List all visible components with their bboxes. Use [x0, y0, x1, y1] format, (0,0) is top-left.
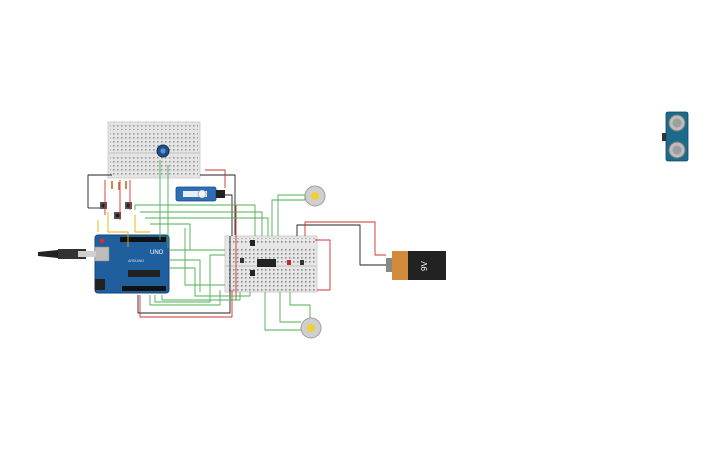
- dc-motor-top[interactable]: [304, 185, 326, 207]
- arduino-uno-board[interactable]: UNO ARDUINO: [94, 234, 170, 294]
- usb-cable: [38, 249, 96, 259]
- arduino-brand-label: ARDUINO: [128, 259, 144, 263]
- resistor-group: [111, 181, 127, 190]
- transistor-group: [240, 240, 304, 276]
- motor-driver-ic[interactable]: [257, 259, 276, 267]
- arduino-uno-label: UNO: [150, 250, 164, 256]
- potentiometer[interactable]: [156, 144, 170, 158]
- battery-9v[interactable]: 9V: [386, 251, 446, 280]
- push-button-3[interactable]: [125, 202, 132, 209]
- battery-label: 9V: [420, 261, 429, 271]
- wires: [87, 160, 386, 331]
- main-breadboard[interactable]: [224, 235, 318, 293]
- ultrasonic-sensor[interactable]: [662, 111, 689, 162]
- push-button-1[interactable]: [100, 202, 107, 209]
- top-breadboard[interactable]: [107, 121, 201, 179]
- push-button-2[interactable]: [114, 212, 121, 219]
- servo-motor[interactable]: [175, 186, 225, 202]
- dc-motor-bottom[interactable]: [300, 317, 322, 339]
